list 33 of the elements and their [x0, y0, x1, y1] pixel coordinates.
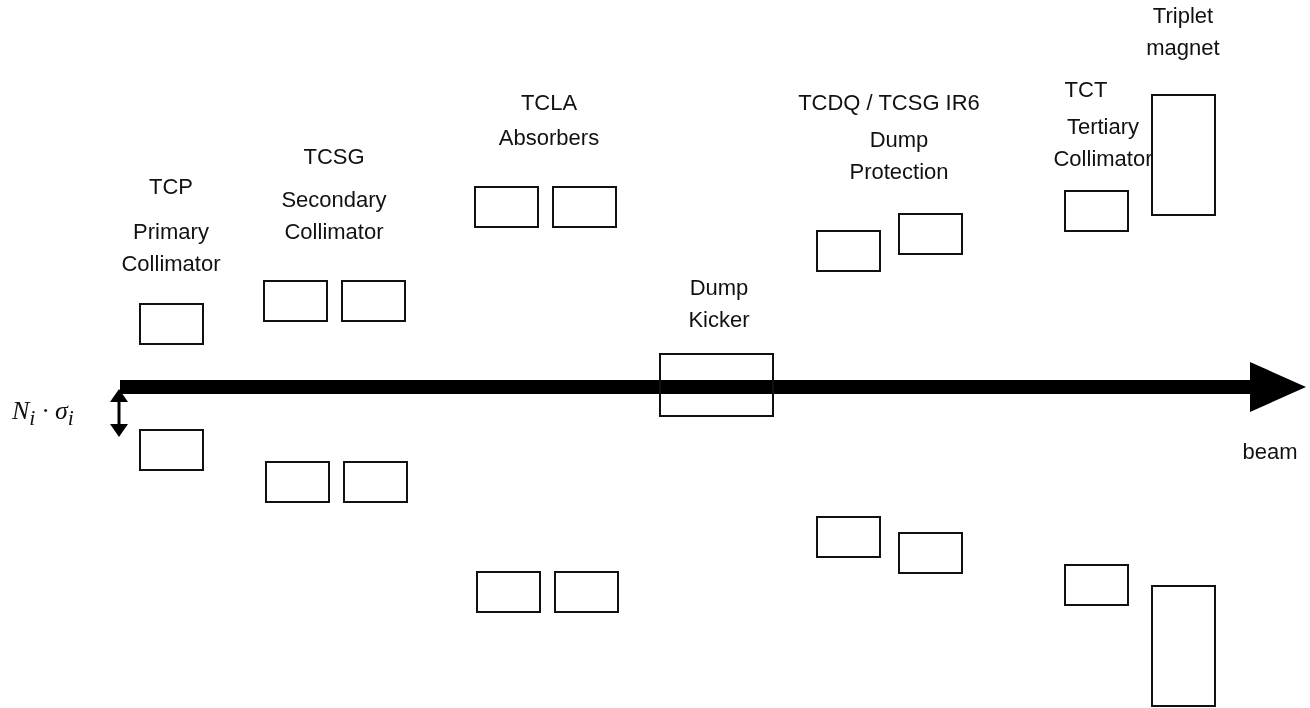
label: Secondary Collimator: [280, 186, 388, 246]
label: Triplet magnet: [1145, 2, 1221, 62]
label: TCP: [148, 173, 194, 201]
label: TCDQ / TCSG IR6: [797, 89, 981, 117]
label: Dump Protection: [848, 126, 950, 186]
collimator-box: [1064, 564, 1129, 606]
collimator-box: [816, 230, 881, 272]
label: Absorbers: [497, 124, 601, 152]
collimator-box: [139, 303, 204, 345]
collimator-box: [476, 571, 541, 613]
label: TCSG: [302, 143, 366, 171]
collimator-box: [1064, 190, 1129, 232]
collimator-box: [343, 461, 408, 503]
collimator-box: [552, 186, 617, 228]
label: Primary Collimator: [120, 218, 222, 278]
kicker-box: [659, 353, 774, 417]
collimator-box: [898, 213, 963, 255]
collimator-box: [898, 532, 963, 574]
collimator-box: [341, 280, 406, 322]
magnet-box: [1151, 585, 1216, 707]
math-label: N$_{i}$ · σ$_{i}$: [12, 395, 74, 433]
magnet-box: [1151, 94, 1216, 216]
label: TCT: [1063, 76, 1109, 104]
label: Dump Kicker: [687, 274, 751, 334]
label: beam: [1241, 438, 1299, 466]
collimator-box: [474, 186, 539, 228]
collimator-box: [139, 429, 204, 471]
collimator-box: [554, 571, 619, 613]
label: Tertiary Collimator: [1052, 113, 1154, 173]
label: TCLA: [519, 89, 579, 117]
collimator-box: [263, 280, 328, 322]
collimator-box: [265, 461, 330, 503]
collimator-box: [816, 516, 881, 558]
